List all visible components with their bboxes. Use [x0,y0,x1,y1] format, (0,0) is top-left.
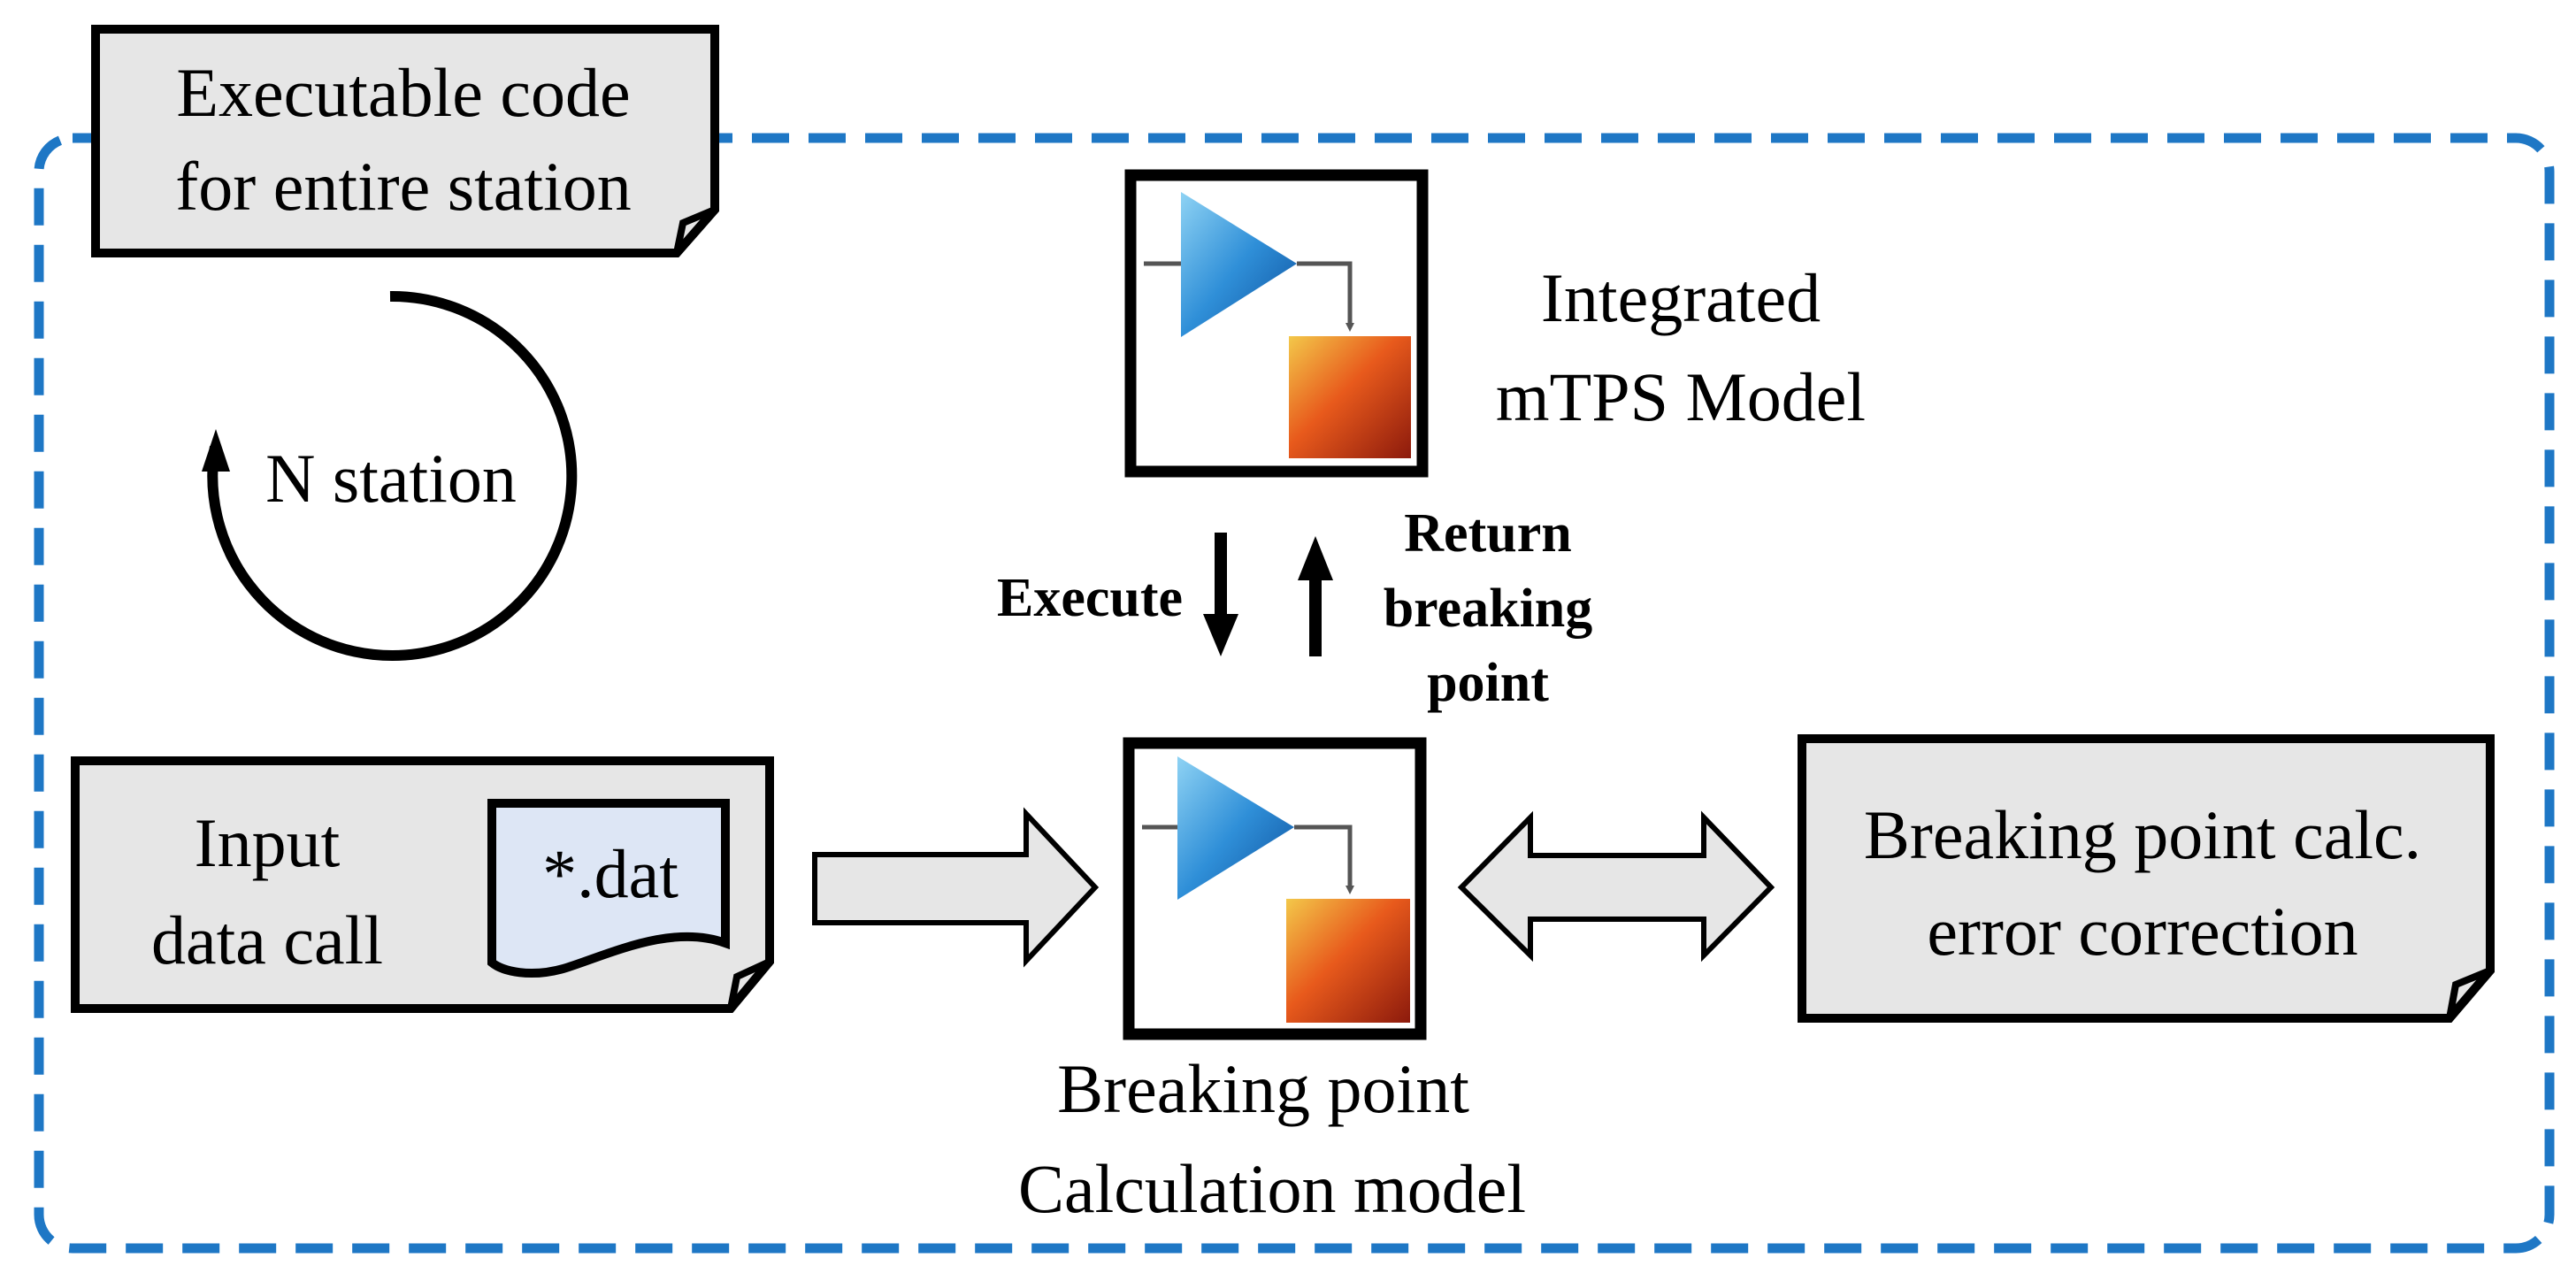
return-label-line2: breaking [1384,579,1593,639]
error-box-line1: Breaking point calc. [1864,796,2421,873]
return-arrow [1298,536,1333,656]
breaking-model-line2: Calculation model [1018,1150,1526,1227]
input-box-line2: data call [151,901,383,978]
return-label-line1: Return [1404,503,1571,564]
simulink-block-icon [1142,756,1410,1023]
down-arrow-icon [1203,614,1238,656]
loop-arrow [207,290,578,661]
error-box-line2: error correction [1927,893,2358,970]
right-block-arrow [812,807,1100,968]
executable-code-line2: for entire station [175,148,632,225]
mtps-model-line1: Integrated [1541,259,1821,336]
return-label-line3: point [1427,653,1549,713]
error-correction-box: Breaking point calc. error correction [1798,734,2495,1023]
breaking-point-model-block [1123,737,1427,1040]
dat-file-icon: *.dat [487,799,730,978]
executable-code-line1: Executable code [176,54,630,131]
mtps-model-line2: mTPS Model [1496,358,1866,435]
input-data-box: Input data call *.dat [71,756,774,1013]
loop-label: N station [265,440,517,517]
input-box-line1: Input [195,804,341,881]
dat-file-label: *.dat [542,835,678,912]
breaking-model-line1: Breaking point [1057,1050,1469,1127]
executable-code-box: Executable code for entire station [91,25,719,257]
loop-arrowhead-icon [202,429,230,472]
dashed-station-boundary [34,133,2555,1254]
execute-label: Execute [997,568,1183,628]
double-block-arrow [1457,810,1775,963]
station-loop: N station [202,290,578,661]
mtps-model-block [1124,169,1429,478]
simulink-block-icon [1144,192,1411,458]
up-arrow-icon [1298,536,1333,580]
execute-arrow [1203,533,1238,656]
